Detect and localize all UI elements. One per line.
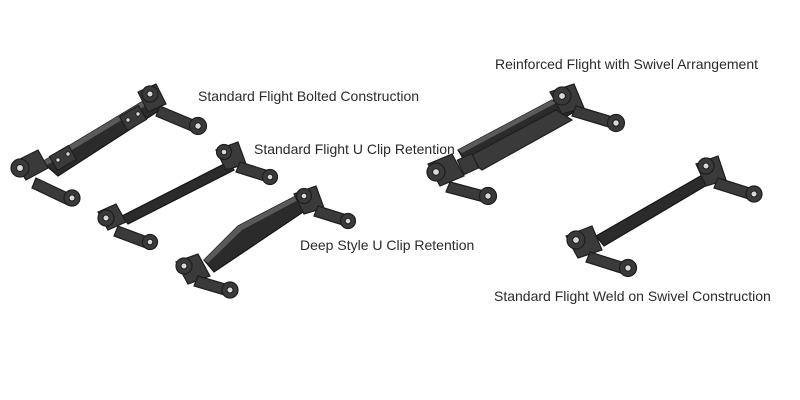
flight-deep-u-clip bbox=[175, 185, 357, 299]
flight-reinforced-swivel bbox=[426, 83, 626, 206]
label-weld-swivel: Standard Flight Weld on Swivel Construct… bbox=[494, 288, 771, 304]
label-u-clip-retention: Standard Flight U Clip Retention bbox=[254, 141, 455, 157]
label-deep-u-clip: Deep Style U Clip Retention bbox=[300, 237, 475, 253]
label-bolted-construction: Standard Flight Bolted Construction bbox=[198, 88, 420, 104]
flight-u-clip bbox=[97, 141, 279, 251]
flight-bolted bbox=[10, 83, 208, 207]
flight-weld-swivel bbox=[565, 155, 763, 278]
label-reinforced-swivel: Reinforced Flight with Swivel Arrangemen… bbox=[495, 56, 759, 72]
